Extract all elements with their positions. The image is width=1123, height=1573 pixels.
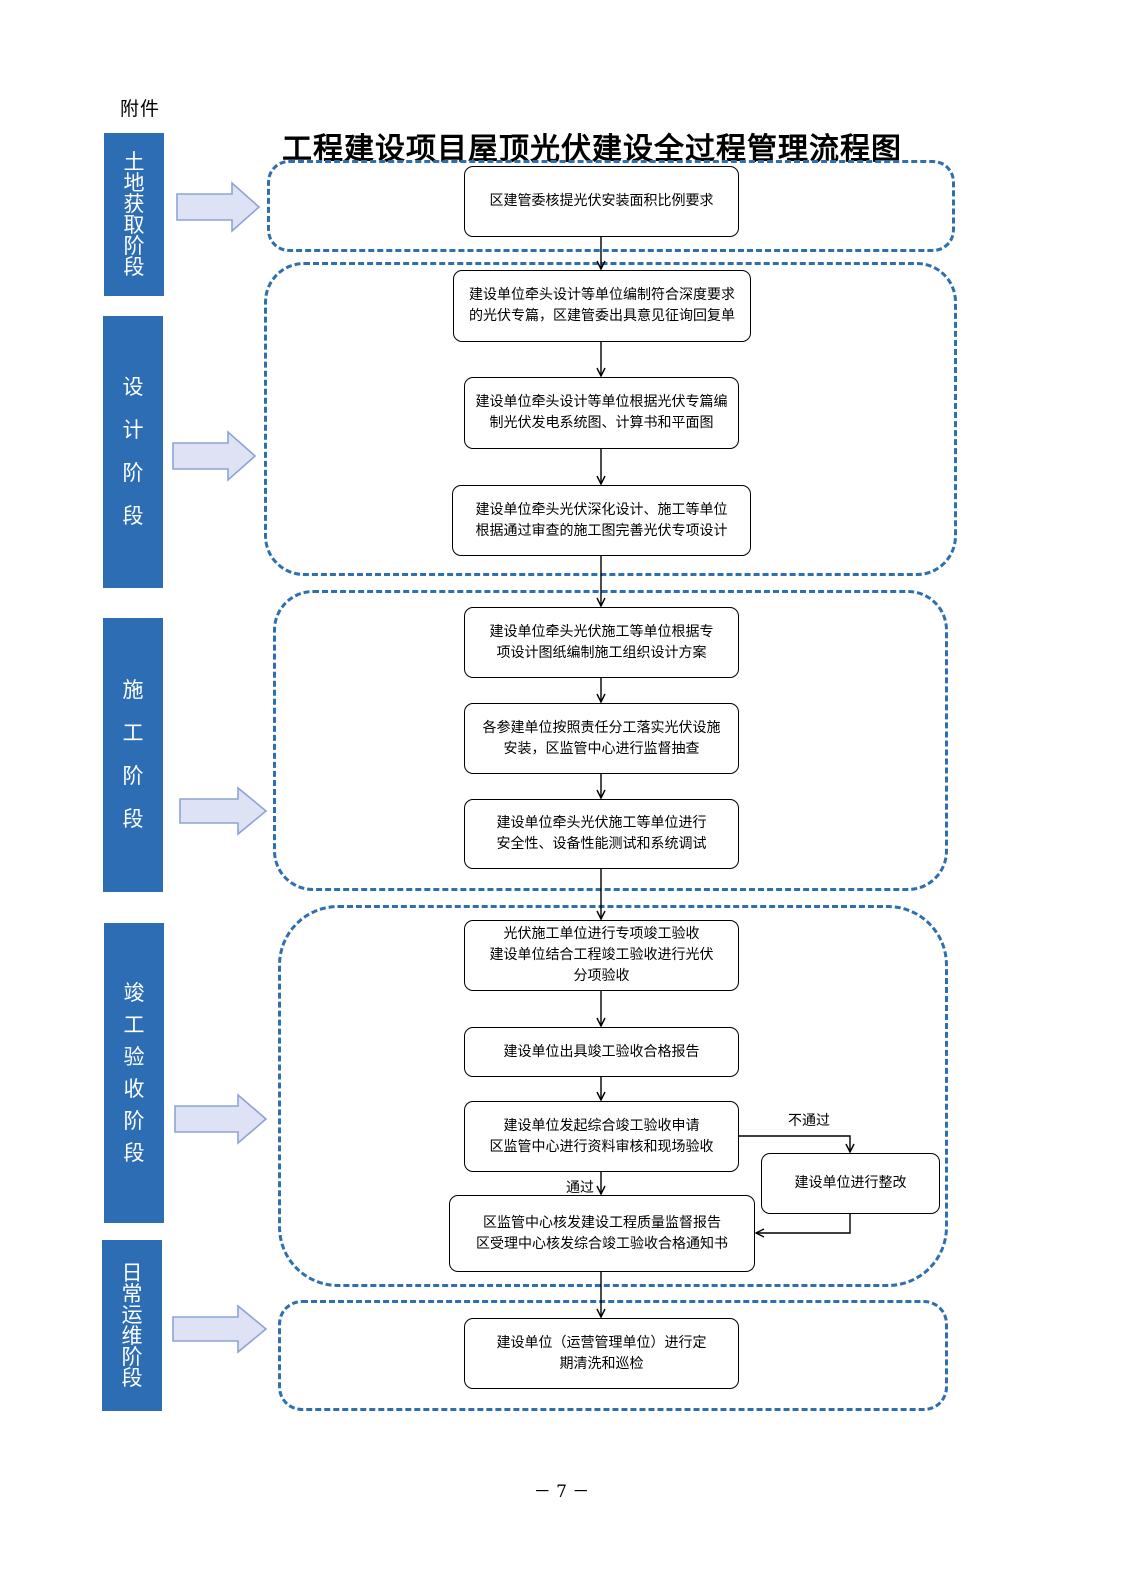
stage-design: 设计阶段 [103, 316, 163, 588]
stage-design-char: 计 [122, 418, 144, 442]
stage-operation: 日常运维阶段 [102, 1240, 162, 1411]
stage-land-char: 获 [123, 191, 145, 216]
stage-operation-char: 维 [121, 1323, 143, 1348]
step-s13: 建设单位（运营管理单位）进行定 期清洗和巡检 [464, 1318, 739, 1389]
edge-label-pass: 通过 [566, 1180, 594, 1196]
step-s11: 建设单位进行整改 [761, 1153, 940, 1214]
stage-acceptance: 竣工验收阶段 [104, 923, 164, 1223]
step-s5: 建设单位牵头光伏施工等单位根据专 项设计图纸编制施工组织设计方案 [464, 607, 739, 678]
group-operation [278, 1300, 948, 1411]
stage-acceptance-char: 收 [123, 1076, 145, 1101]
stage-arrow-operation [172, 1304, 268, 1354]
stage-arrow-land [176, 181, 261, 233]
stage-operation-char: 运 [121, 1302, 143, 1327]
stage-land-char: 段 [123, 254, 145, 279]
stage-land-char: 取 [123, 212, 145, 237]
step-s3: 建设单位牵头设计等单位根据光伏专篇编 制光伏发电系统图、计算书和平面图 [464, 377, 739, 449]
attachment-label: 附件 [120, 98, 161, 120]
step-s1: 区建管委核提光伏安装面积比例要求 [464, 166, 739, 237]
stage-design-char: 段 [122, 504, 144, 528]
stage-land: 土地获取阶段 [104, 133, 164, 296]
step-s9: 建设单位出具竣工验收合格报告 [464, 1027, 739, 1077]
group-acceptance [278, 905, 948, 1287]
stage-construction-char: 段 [122, 807, 144, 831]
stage-arrow-design [172, 430, 257, 482]
page-number: － 7 － [533, 1482, 590, 1502]
stage-land-char: 地 [123, 170, 145, 195]
stage-operation-char: 段 [121, 1365, 143, 1390]
edge-s10-s11 [739, 1135, 850, 1152]
stage-design-char: 设 [122, 375, 144, 399]
group-land [267, 160, 955, 252]
stage-construction: 施工阶段 [103, 618, 163, 892]
step-s7: 建设单位牵头光伏施工等单位进行 安全性、设备性能测试和系统调试 [464, 799, 739, 869]
stage-acceptance-char: 工 [123, 1012, 145, 1037]
step-s8: 光伏施工单位进行专项竣工验收 建设单位结合工程竣工验收进行光伏 分项验收 [464, 920, 739, 991]
step-s2: 建设单位牵头设计等单位编制符合深度要求 的光伏专篇，区建管委出具意见征询回复单 [453, 270, 751, 342]
stage-construction-char: 阶 [122, 764, 144, 788]
stage-acceptance-char: 阶 [123, 1108, 145, 1133]
stage-acceptance-char: 段 [123, 1140, 145, 1165]
step-s10: 建设单位发起综合竣工验收申请 区监管中心进行资料审核和现场验收 [464, 1101, 739, 1172]
stage-acceptance-char: 验 [123, 1044, 145, 1069]
stage-design-char: 阶 [122, 461, 144, 485]
group-construction [273, 590, 948, 891]
edge-label-fail: 不通过 [788, 1113, 830, 1129]
stage-arrow-acceptance [174, 1093, 268, 1145]
step-s4: 建设单位牵头光伏深化设计、施工等单位 根据通过审查的施工图完善光伏专项设计 [452, 485, 751, 556]
stage-acceptance-char: 竣 [123, 980, 145, 1005]
step-s6: 各参建单位按照责任分工落实光伏设施 安装，区监管中心进行监督抽查 [464, 703, 739, 774]
stage-operation-char: 常 [121, 1281, 143, 1306]
step-s12: 区监管中心核发建设工程质量监督报告 区受理中心核发综合竣工验收合格通知书 [449, 1195, 755, 1272]
stage-arrow-construction [179, 786, 268, 836]
stage-construction-char: 施 [122, 678, 144, 702]
stage-operation-char: 阶 [121, 1344, 143, 1369]
group-design [264, 262, 957, 576]
edge-s11-s12 [756, 1214, 851, 1233]
stage-operation-char: 日 [121, 1260, 143, 1285]
stage-land-char: 阶 [123, 233, 145, 258]
stage-construction-char: 工 [122, 721, 144, 745]
stage-land-char: 土 [123, 149, 145, 174]
